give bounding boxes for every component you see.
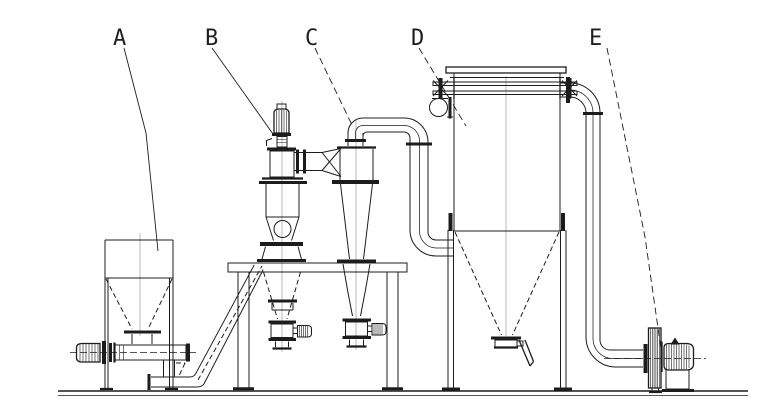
mill-neck [276,136,288,148]
ground-line [58,390,748,396]
feeder-downspout [163,360,175,377]
mill-discharge-assembly [263,271,312,350]
bag-filter-unit [429,66,578,391]
fan-motor [663,342,695,371]
bin-outlet-spool [131,334,153,344]
discharge-handle [518,339,535,367]
cyclone-valve-motor-shaft [367,325,373,332]
label-e: E [589,26,602,51]
outlet-duct-outer [569,82,643,351]
cyclone-valve-body [345,321,368,337]
platform-leg-left [237,271,250,389]
rotary-valve-spout [275,341,289,347]
mill-classifier-body [269,150,295,178]
incline-pipe-lower-line [151,269,264,388]
feeder-tube-bands [119,345,124,360]
mill-outlet-transition [321,148,342,177]
discharge-collar [271,303,294,311]
mill-motor [273,108,290,134]
duct-outer-edge [347,117,454,241]
mill-discharge-cone [263,271,301,320]
filter-hopper [454,231,560,336]
bin-body [104,239,174,390]
label-c: C [305,26,318,51]
filter-discharge-valve [491,336,535,367]
filter-wall-ticks [453,78,561,99]
outlet-duct-inner [569,96,643,368]
valve-motor-shaft [292,327,298,334]
cyclone-cone [340,183,373,260]
discharge-body [494,339,518,348]
label-d-leader [418,47,467,127]
duct-inner-edge [362,131,454,257]
filter-legs [447,230,567,389]
label-a-leader [123,47,159,252]
filter-walls [453,73,561,232]
mill-motor-ribs [276,110,287,133]
duct-seam-line [355,125,454,249]
mill-lower-column [265,184,300,218]
feeder-motor-ribs [79,344,99,362]
outlet-stub [560,82,566,98]
mill-feed-screw-circle [273,220,292,238]
feeder-motor [75,342,101,363]
label-b: B [205,26,218,51]
annotations: A B C D E [113,26,662,350]
support-platform [227,262,408,391]
mill-unit [257,103,342,350]
valve-motor [297,325,312,338]
rotation-arrow-icon [670,337,680,345]
label-e-leader [606,47,662,350]
cyclone-unit [332,133,387,348]
pulse-valve-lines [432,98,453,118]
cyclone-valve-motor [371,323,387,336]
mill-feed-hopper [265,216,300,241]
filter-to-fan-duct [560,77,706,368]
pulse-valve-circle [429,98,448,117]
filter-top-slab [445,66,567,74]
feed-bin-unit [70,239,196,391]
fan-motor-ribs [666,344,690,370]
incline-pipe-upper-line [151,264,255,378]
mill-hook [266,138,273,146]
label-d: D [411,26,424,51]
cyclone-valve-spout [349,339,364,346]
screw-feeder [70,341,196,364]
mill-neck-bands [277,139,287,143]
filter-header-rail-lower [432,90,578,95]
filter-header-cross-bolts [432,80,578,97]
fan-pedestal [665,369,690,390]
label-a: A [113,26,126,51]
cyclone-to-filter-duct [347,117,454,257]
mill-motor-cap [276,103,287,110]
filter-leg-brackets [448,213,565,231]
cyclone-lower-cone [342,263,371,317]
flow-arrow-marks [176,362,186,378]
fan-housing [647,327,662,389]
platform-slab [227,262,408,273]
filter-header-end-bolts [438,78,572,99]
fan-unit [643,327,695,394]
mill-support-skirt [261,246,303,262]
outlet-duct-seam [569,89,643,359]
feed-transfer-pipe [147,264,264,390]
valve-motor-ribs [299,326,308,337]
platform-leg-right [386,271,399,389]
label-b-leader [211,47,274,135]
fan-housing-hatch [650,328,660,388]
label-c-leader [314,47,353,126]
incline-centerline [197,265,263,381]
mill-outlet-flanges [296,149,306,174]
cyclone-valve-motor-ribs [373,324,383,335]
bin-internal-hopper [105,278,173,330]
cyclone-body [339,149,374,181]
